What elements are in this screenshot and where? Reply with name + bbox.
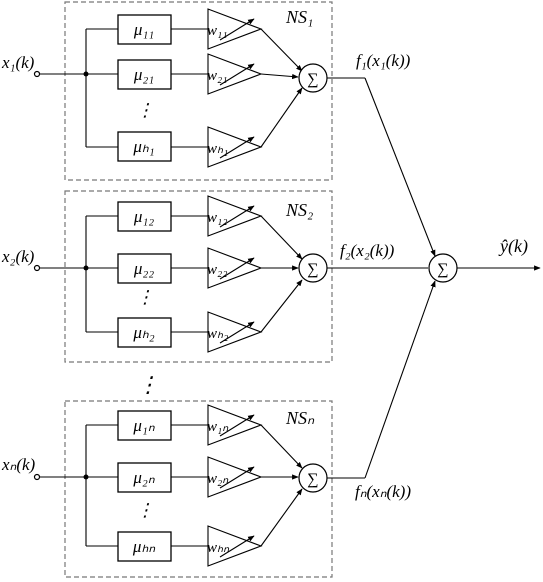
adjust-arrow (219, 136, 255, 159)
adjust-arrow (219, 321, 255, 344)
sum-symbol: ∑ (307, 71, 318, 88)
input-terminal (33, 473, 41, 481)
membership-function-box (117, 59, 172, 90)
membership-function-box (117, 410, 172, 441)
weight-label: w₁₂ (207, 210, 227, 226)
membership-function-box (117, 531, 172, 562)
subsystem-ns1: NS₁ x₁(k) μ₁₁ μ₂₁ ⋮ μₕ₁ w₁₁ w₂₁ wₕ₁ ∑ (1, 1, 411, 181)
subsystem-label: NS₂ (285, 200, 313, 220)
sum-symbol: ∑ (307, 471, 318, 488)
subsystem-label: NS₁ (285, 7, 313, 27)
subsystem-label: NSₙ (285, 408, 315, 428)
adjust-arrow (219, 414, 255, 437)
weight-label: wₕ₁ (207, 141, 228, 157)
subsystem-output-label: fₙ(xₙ(k)) (355, 482, 411, 501)
weight-label: wₕₙ (207, 540, 230, 556)
sum-symbol: ∑ (307, 261, 318, 278)
subsystem-frame (64, 1, 333, 181)
input-label: x₁(k) (1, 53, 35, 72)
adjust-arrow (219, 257, 255, 280)
input-terminal (33, 70, 41, 78)
weight-to-sum-line (260, 28, 303, 72)
weight-to-sum-line (260, 488, 303, 547)
final-output-label: ŷ(k) (498, 236, 528, 257)
block-ellipsis: ⋮ (137, 372, 159, 397)
membership-function-label: μₕ₁ (132, 137, 154, 156)
membership-function-box (117, 317, 172, 348)
weight-to-sum-line (260, 87, 303, 148)
weight-label: w₂₁ (207, 68, 227, 84)
row-ellipsis: ⋮ (136, 287, 154, 307)
final-sum-symbol: ∑ (437, 261, 448, 278)
membership-function-label: μ₂ₙ (132, 468, 154, 487)
weight-label: w₁ₙ (207, 419, 229, 435)
weight-label: w₂₂ (207, 262, 227, 278)
weight-label: w₂ₙ (207, 471, 229, 487)
membership-function-box (117, 131, 172, 162)
row-ellipsis: ⋮ (136, 500, 154, 520)
membership-function-label: μₕₙ (132, 537, 155, 556)
subsystem-ns2: NS₂ x₂(k) μ₁₂ μ₂₂ ⋮ μₕ₂ w₁₂ w₂₂ wₕ₂ ∑ (1, 190, 428, 363)
subsystem-output-label: f₂(x₂(k)) (340, 241, 395, 260)
membership-function-label: μ₁₂ (133, 207, 154, 226)
row-ellipsis: ⋮ (136, 100, 154, 120)
weight-label: w₁₁ (207, 23, 227, 39)
subsystem-output-label: f₁(x₁(k)) (356, 51, 411, 70)
membership-function-label: μ₁₁ (133, 20, 154, 39)
input-terminal (33, 264, 41, 272)
subsystem-frame (64, 400, 333, 578)
adjust-arrow (219, 63, 255, 86)
adjust-arrow (219, 466, 255, 489)
membership-function-label: μₕ₂ (132, 323, 154, 342)
weight-to-sum-line (260, 279, 303, 333)
input-label: xₙ(k) (1, 455, 36, 474)
subsystem-nsn: NSₙ xₙ(k) μ₁ₙ μ₂ₙ ⋮ μₕₙ w₁ₙ w₂ₙ wₕₙ ∑ (1, 400, 411, 578)
weight-label: wₕ₂ (207, 326, 228, 342)
subsystem-frame (64, 190, 333, 363)
input-label: x₂(k) (1, 247, 35, 266)
membership-function-box (117, 201, 172, 232)
membership-function-label: μ₁ₙ (132, 416, 154, 435)
adjust-arrow (219, 18, 255, 41)
final-summation: ∑ ŷ(k) (364, 77, 541, 479)
weight-to-sum-line (260, 215, 303, 260)
weight-to-sum-line (260, 73, 299, 80)
adjust-arrow (219, 205, 255, 228)
nsn-to-final-sum-line (364, 280, 436, 479)
adjust-arrow (219, 535, 255, 558)
membership-function-box (117, 462, 172, 493)
membership-function-label: μ₂₂ (133, 259, 154, 278)
membership-function-label: μ₂₁ (133, 65, 154, 84)
ns1-to-final-sum-line (364, 77, 436, 257)
weight-to-sum-line (260, 424, 303, 469)
